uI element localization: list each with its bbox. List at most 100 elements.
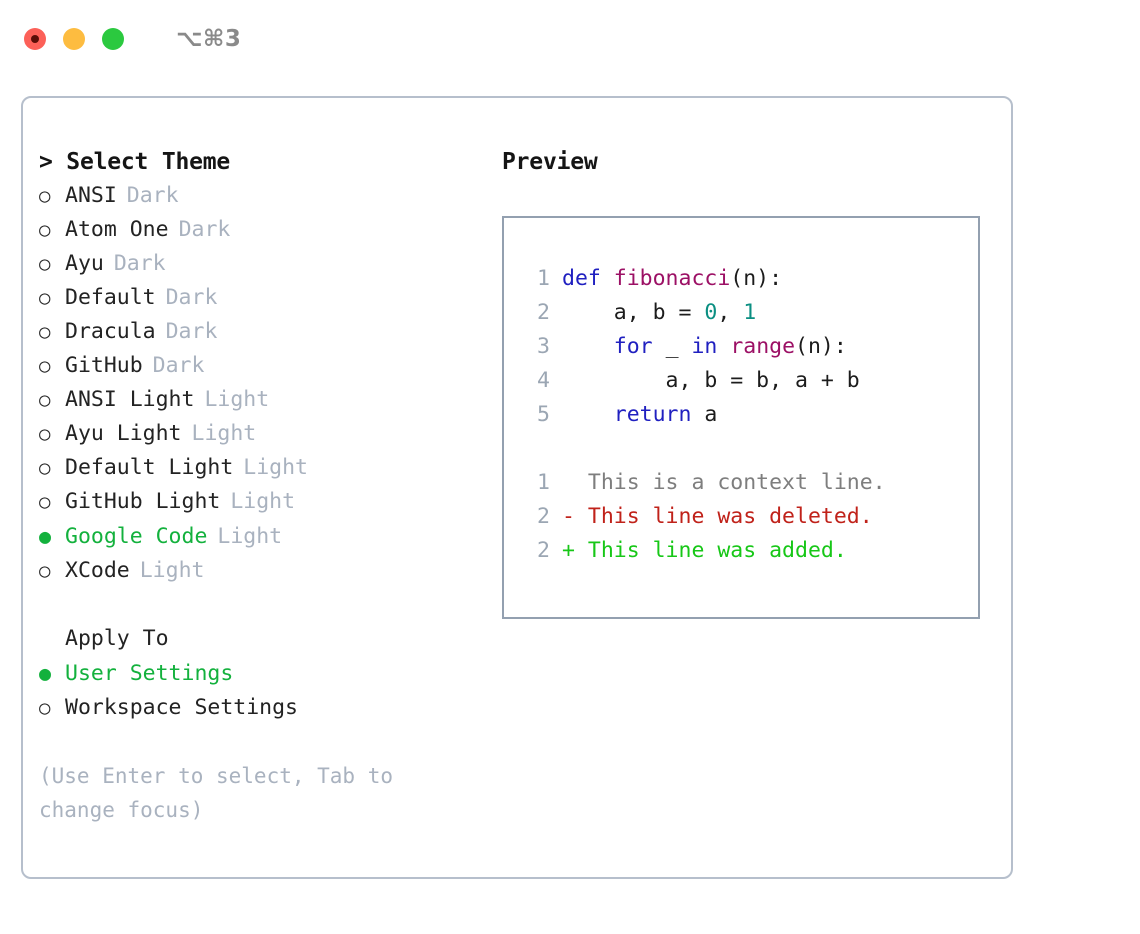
title-bar: ⌥⌘3 [0,0,1140,78]
theme-option-label: Default [65,285,156,310]
theme-option-label: GitHub [65,353,143,378]
diff-line-text: This is a context line. [574,470,886,495]
theme-option-label: ANSI [65,183,117,208]
diff-sample: 1 This is a context line.2- This line wa… [520,466,978,568]
theme-option-ayu-light[interactable]: ○ Ayu Light Light [39,417,479,451]
theme-option-ayu[interactable]: ○ Ayu Dark [39,247,479,281]
line-number: 3 [537,334,550,359]
code-token [562,402,614,427]
keyboard-hint-text: (Use Enter to select, Tab to change focu… [39,764,394,822]
theme-option-label: Ayu [65,251,104,276]
diff-line-text: This line was added. [574,538,847,563]
code-token: range [730,334,796,359]
theme-option-atom-one[interactable]: ○ Atom One Dark [39,213,479,247]
theme-option-variant: Light [243,455,309,480]
theme-option-label: Ayu Light [65,421,182,446]
radio-selected-icon: ● [39,661,52,685]
line-number: 2 [537,504,550,529]
code-line: 2 a, b = 0, 1 [520,296,978,330]
theme-option-label: XCode [65,558,130,583]
line-number: 2 [537,538,550,563]
code-token: 0 [704,300,718,325]
diff-line-del: 2- This line was deleted. [520,500,978,534]
diff-line-add: 2+ This line was added. [520,534,978,568]
code-token: fibonacci [613,266,731,291]
code-token: for [613,334,653,359]
theme-option-variant: Dark [165,285,218,310]
theme-option-label: Atom One [65,217,169,242]
radio-unselected-icon: ○ [39,219,51,241]
radio-unselected-icon: ○ [39,697,51,719]
code-token: , [717,300,744,325]
spacer [39,588,479,622]
code-token: a, b = [562,300,705,325]
apply-to-option-workspace-settings[interactable]: ○ Workspace Settings [39,691,479,725]
theme-option-variant: Dark [178,217,231,242]
select-theme-heading: > Select Theme [39,149,231,175]
theme-option-variant: Dark [152,353,205,378]
theme-option-default-light[interactable]: ○ Default Light Light [39,451,479,485]
theme-option-label: Default Light [65,455,234,480]
code-token: return [613,402,692,427]
radio-unselected-icon: ○ [39,287,51,309]
code-line-content: a, b = 0, 1 [562,296,756,330]
code-line: 1 def fibonacci(n): [520,262,978,296]
apply-to-heading: Apply To [65,626,169,651]
radio-unselected-icon: ○ [39,560,51,582]
code-line-content: for _ in range(n): [562,330,847,364]
code-token: (n): [795,334,847,359]
theme-option-variant: Dark [126,183,179,208]
diff-line-text: This line was deleted. [574,504,873,529]
theme-option-label: Google Code [65,524,208,549]
minimize-button[interactable] [63,28,85,50]
theme-option-variant: Light [204,387,270,412]
radio-unselected-icon: ○ [39,389,51,411]
theme-option-variant: Light [230,489,296,514]
theme-option-variant: Dark [165,319,218,344]
code-line: 4 a, b = b, a + b [520,364,978,398]
theme-option-ansi-light[interactable]: ○ ANSI Light Light [39,383,479,417]
theme-option-label: ANSI Light [65,387,195,412]
theme-option-default[interactable]: ○ Default Dark [39,281,479,315]
code-token: _ [652,334,692,359]
close-button[interactable] [24,28,46,50]
radio-unselected-icon: ○ [39,253,51,275]
preview-heading: Preview [502,149,598,175]
line-number: 1 [537,266,550,291]
radio-unselected-icon: ○ [39,423,51,445]
theme-option-label: GitHub Light [65,489,221,514]
theme-option-variant: Light [191,421,257,446]
code-line: 3 for _ in range(n): [520,330,978,364]
code-token [562,334,614,359]
line-number: 4 [537,368,550,393]
traffic-light-group [24,28,124,50]
radio-unselected-icon: ○ [39,457,51,479]
theme-option-label: Dracula [65,319,156,344]
apply-to-option-user-settings[interactable]: ● User Settings [39,656,479,691]
apply-to-option-list[interactable]: ● User Settings ○ Workspace Settings [39,656,479,725]
maximize-button[interactable] [102,28,124,50]
diff-marker: - [562,504,575,529]
apply-to-option-label: User Settings [65,661,234,686]
code-line-content: def fibonacci(n): [562,262,782,296]
line-number: 5 [537,402,550,427]
code-line-content: a, b = b, a + b [562,364,860,398]
theme-option-variant: Dark [113,251,166,276]
code-line: 5 return a [520,398,978,432]
code-token [717,334,730,359]
diff-line-ctx: 1 This is a context line. [520,466,978,500]
apply-to-option-label: Workspace Settings [65,695,298,720]
theme-option-variant: Light [139,558,205,583]
line-number: 2 [537,300,550,325]
theme-option-xcode[interactable]: ○ XCode Light [39,554,479,588]
